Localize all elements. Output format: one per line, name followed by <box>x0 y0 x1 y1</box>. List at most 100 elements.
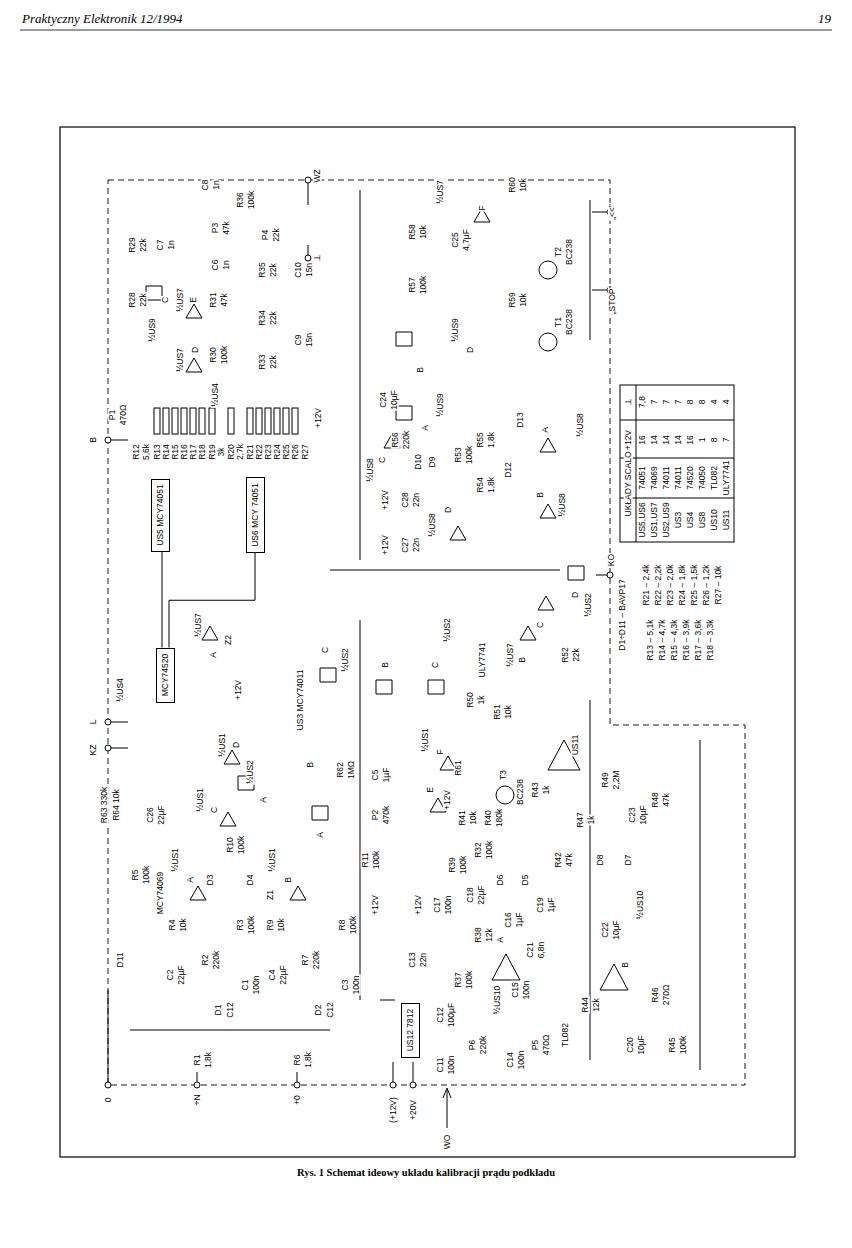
schematic-label: R18 – 3,3k <box>706 618 715 661</box>
schematic-label: R49 <box>601 771 610 789</box>
schematic-label: ½US1 <box>196 787 205 813</box>
schematic-label: ½US10 <box>493 985 502 1015</box>
schematic-label: R64 10k <box>112 788 121 822</box>
schematic-label: TL082 <box>710 465 719 491</box>
schematic-label: D13 <box>516 411 525 429</box>
schematic-label: 3k <box>217 447 226 458</box>
schematic-label: 100k <box>349 915 358 935</box>
schematic-label: 10µF <box>390 389 399 411</box>
schematic-label: 47k <box>222 220 231 236</box>
schematic-label: 100n <box>352 975 361 996</box>
schematic-label: 100n <box>444 895 453 916</box>
schematic-label: R21 <box>246 443 255 461</box>
schematic-label: 100k <box>485 840 494 860</box>
schematic-label: R40 <box>484 809 493 827</box>
schematic-label: ½US1 <box>218 732 227 758</box>
schematic-label: 270Ω <box>662 984 671 1007</box>
schematic-label: C19 <box>536 896 545 914</box>
schematic-label: D1÷D11 – BAVP17 <box>618 578 627 651</box>
schematic-label: D <box>466 346 475 354</box>
schematic-label: ½US7 <box>436 179 445 205</box>
terminal-symbol <box>496 786 514 804</box>
wire <box>492 740 628 990</box>
schematic-label: WO <box>443 1134 452 1151</box>
schematic-label: D <box>232 741 241 749</box>
schematic-label: 100k <box>679 1035 688 1055</box>
schematic-label: R24 – 1,8k <box>678 563 687 606</box>
schematic-label: R8 <box>338 919 347 932</box>
schematic-label: R5 <box>131 869 140 882</box>
schematic-label: 74520 <box>686 465 695 491</box>
schematic-label: C25 <box>451 231 460 249</box>
schematic-label: 22µF <box>477 884 486 906</box>
component-symbol <box>163 408 169 434</box>
schematic-label: ½US8 <box>366 457 375 483</box>
schematic-label: R1 <box>193 1054 202 1067</box>
schematic-label: ⊥ <box>313 253 322 262</box>
schematic-label: 1n <box>212 179 221 190</box>
terminal-symbol <box>539 333 557 351</box>
schematic-label: 220k <box>212 950 221 970</box>
terminal-symbol <box>305 255 311 261</box>
schematic-label: 1n <box>222 259 231 270</box>
schematic-label: C12 <box>326 1001 335 1019</box>
schematic-label: KO <box>607 553 616 567</box>
schematic-label: A <box>541 426 550 434</box>
schematic-label: ½US2 <box>443 617 452 643</box>
schematic-label: C <box>161 296 170 304</box>
schematic-label: 7 <box>662 399 671 406</box>
wire <box>130 1000 395 1030</box>
component-symbol <box>283 408 289 434</box>
schematic-label: B <box>306 761 315 769</box>
schematic-label: R10 <box>226 836 235 854</box>
schematic-label: C15 <box>511 981 520 999</box>
schematic-label: B <box>416 366 425 374</box>
schematic-label: C2 <box>166 969 175 982</box>
schematic-label: 1k <box>542 785 551 796</box>
schematic-label: C21 <box>526 941 535 959</box>
terminal-symbol <box>105 1082 111 1088</box>
schematic-label: C18 <box>466 886 475 904</box>
schematic-label: D9 <box>428 456 437 469</box>
schematic-label: B <box>89 436 98 444</box>
schematic-label: US3 <box>674 511 683 530</box>
schematic-label: ½US1 <box>268 847 277 873</box>
wire <box>700 740 701 1070</box>
schematic-label: ½US8 <box>428 512 437 538</box>
figure-caption: Rys. 1 Schemat ideowy układu kalibracji … <box>295 1168 557 1179</box>
schematic-label: +12V <box>443 789 452 811</box>
schematic-label: 1,8k <box>304 1051 313 1069</box>
schematic-label: R14 <box>162 443 171 461</box>
schematic-label: 1n <box>167 239 176 250</box>
schematic-label: 5,6k <box>142 443 151 461</box>
schematic-label: ½US7 <box>194 612 203 638</box>
schematic-label: R29 <box>128 236 137 254</box>
schematic-label: R13 <box>153 443 162 461</box>
schematic-label: A <box>496 936 505 944</box>
schematic-label: 10µF <box>639 804 648 826</box>
schematic-label: +12V <box>371 894 380 916</box>
schematic-label: US8 <box>698 511 707 530</box>
wire <box>308 183 607 575</box>
component-symbol <box>228 408 234 434</box>
schematic-label: R57 <box>408 276 417 294</box>
schematic-label: R32 <box>474 841 483 859</box>
schematic-label: ½US4 <box>211 382 220 408</box>
schematic-label: C1 <box>241 979 250 992</box>
schematic-label: C7 <box>156 239 165 252</box>
schematic-label: US3 MCY74011 <box>296 669 305 732</box>
page-header: 19 <box>818 12 831 25</box>
schematic-label: R63 330k <box>100 786 109 824</box>
schematic-label: 7 <box>674 399 683 406</box>
schematic-label: 22k <box>139 237 148 253</box>
schematic-label: 1µF <box>547 897 556 914</box>
schematic-label: ½US7 <box>176 287 185 313</box>
terminal-symbol <box>294 1082 300 1088</box>
schematic-label: R53 <box>454 446 463 464</box>
schematic-label: 74011 <box>662 465 671 490</box>
schematic-label: 100k <box>419 275 428 295</box>
schematic-label: D <box>444 506 453 514</box>
ic-box: MCY74520 <box>156 648 175 703</box>
schematic-label: ½US9 <box>451 317 460 343</box>
